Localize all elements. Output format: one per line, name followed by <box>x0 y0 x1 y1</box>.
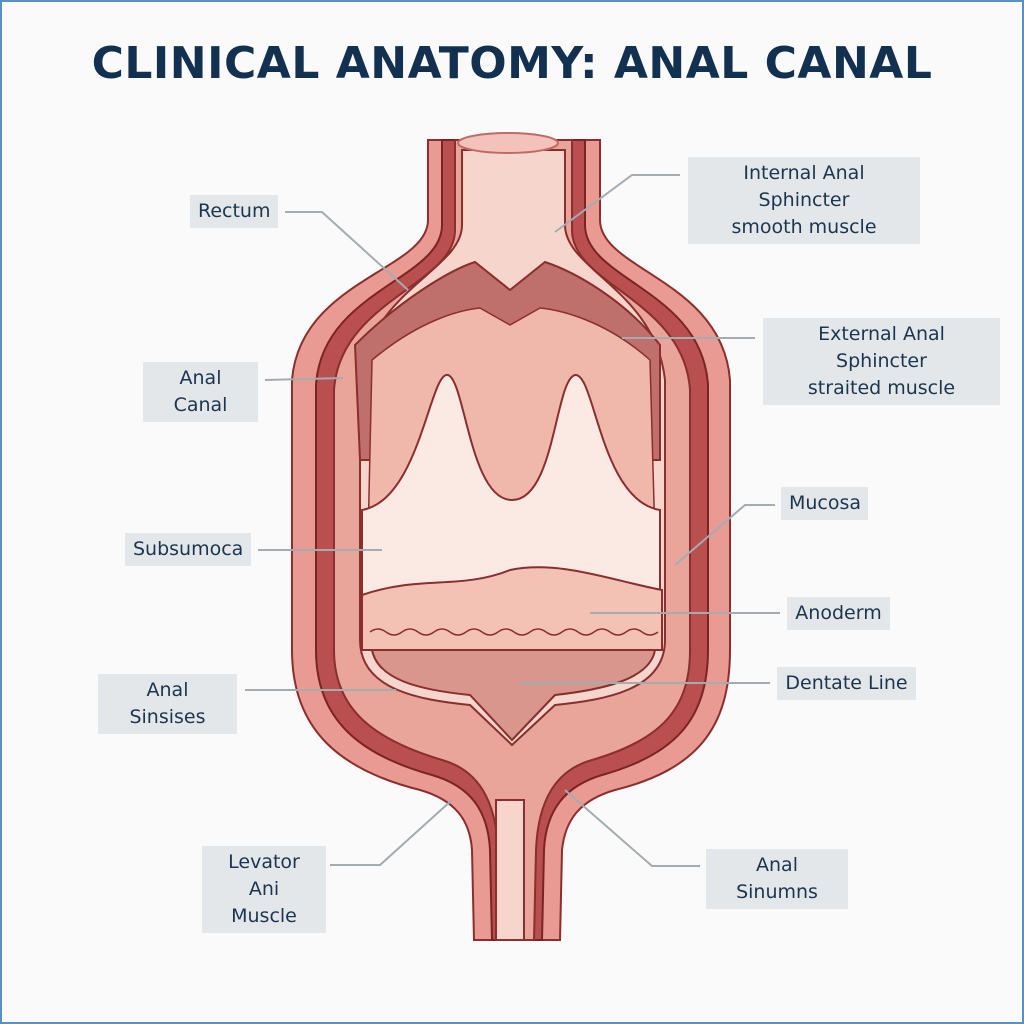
rectum-opening <box>457 132 559 154</box>
label-anal-sinumns: Anal Sinumns <box>706 849 848 909</box>
label-dentate-line: Dentate Line <box>777 667 916 700</box>
label-anal-canal: Anal Canal <box>143 362 258 422</box>
label-anal-sinsises: Anal Sinsises <box>98 674 237 734</box>
label-subsumoca: Subsumoca <box>125 533 251 566</box>
anal-outlet <box>495 799 525 941</box>
anal-sinuses <box>370 649 657 742</box>
label-anoderm: Anoderm <box>787 597 890 630</box>
page-title: CLINICAL ANATOMY: ANAL CANAL <box>91 38 933 89</box>
label-rectum: Rectum <box>190 195 278 228</box>
dentate-line <box>369 628 659 636</box>
leader-lines <box>245 174 780 867</box>
columns <box>361 374 661 601</box>
label-mucosa: Mucosa <box>781 487 868 520</box>
